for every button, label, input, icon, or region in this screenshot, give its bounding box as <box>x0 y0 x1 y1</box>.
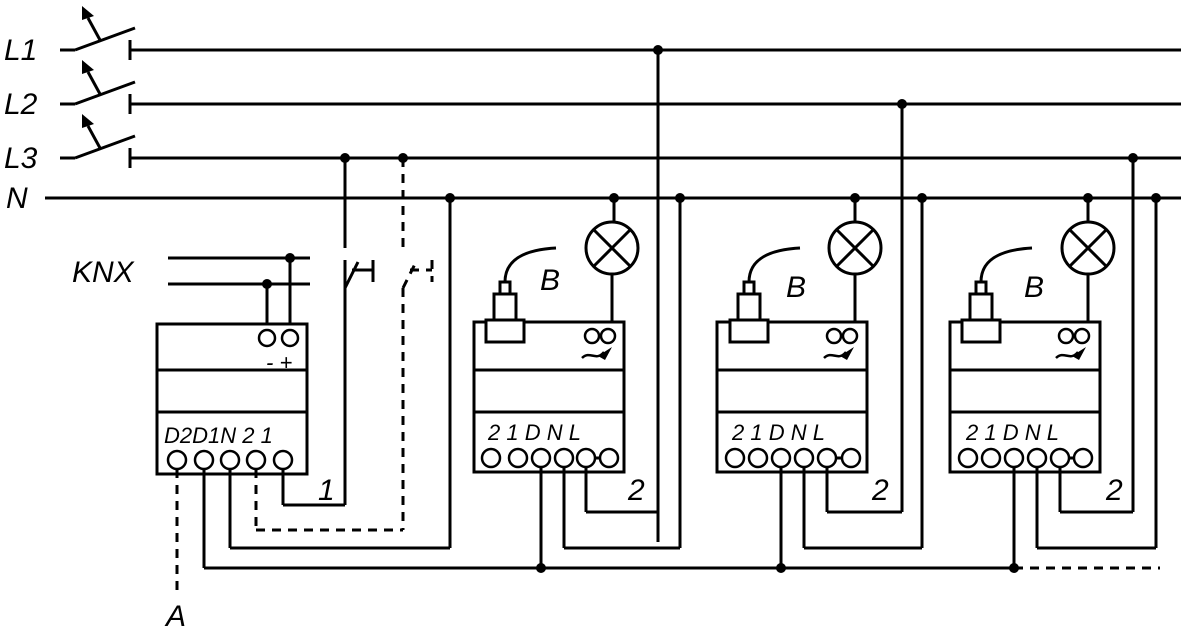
dimmer-2-terminal-labels: 2 1 D N L <box>731 420 825 445</box>
sensor-icon <box>960 246 1033 344</box>
lamp-icon <box>584 220 640 276</box>
a-label: A <box>164 600 186 633</box>
lamp-icon <box>1060 220 1116 276</box>
supply-lines <box>45 6 1181 200</box>
n-label: N <box>6 182 28 215</box>
dimmer-module-1 <box>472 45 685 573</box>
sensor-icon <box>484 246 557 344</box>
sensor-icon <box>728 246 801 344</box>
sensor-label-1: B <box>540 264 560 297</box>
dimmer-1-wire-marker: 2 <box>627 474 645 507</box>
bus-polarity-marks: - + <box>266 350 292 375</box>
breaker-arrow-icons <box>82 6 102 149</box>
terminal-pair-icon <box>581 327 617 360</box>
dimmer-module-3 <box>948 153 1161 573</box>
lamp-icon <box>827 220 883 276</box>
input-module-wiring <box>175 193 455 592</box>
terminal-pair-icon <box>1055 327 1091 360</box>
input-module <box>155 322 309 476</box>
l2-label: L2 <box>4 88 38 121</box>
sensor-label-2: B <box>786 271 806 304</box>
knx-label: KNX <box>72 256 135 289</box>
l3-label: L3 <box>4 142 38 175</box>
knx-bus <box>168 253 310 328</box>
dimmer-3-terminal-labels: 2 1 D N L <box>965 420 1059 445</box>
input-wire-marker: 1 <box>318 474 335 507</box>
input-terminal-labels: D2D1N 2 1 <box>164 423 273 448</box>
dimmer-2-wire-marker: 2 <box>871 474 889 507</box>
dimmer-1-terminal-labels: 2 1 D N L <box>487 420 581 445</box>
dimmer-3-wire-marker: 2 <box>1105 474 1123 507</box>
pushbutton-switches <box>340 153 434 530</box>
dimmer-module-2 <box>715 99 927 573</box>
terminal-pair-icon <box>823 327 859 360</box>
sensor-label-3: B <box>1024 271 1044 304</box>
l1-label: L1 <box>4 34 37 67</box>
